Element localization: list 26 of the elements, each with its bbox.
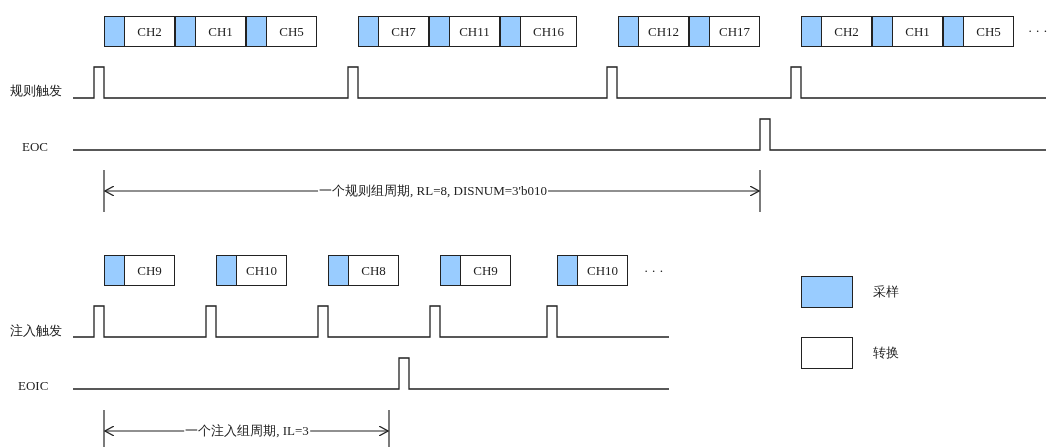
channel-block: CH17 <box>709 16 760 47</box>
ellipsis: · · · <box>644 263 664 279</box>
channel-block: CH8 <box>348 255 399 286</box>
channel-block: CH9 <box>460 255 511 286</box>
signal-name: 注入触发 <box>10 323 62 339</box>
channel-block: CH5 <box>266 16 317 47</box>
signal-name: EOIC <box>18 378 49 394</box>
channel-block: CH1 <box>892 16 943 47</box>
channel-block: CH5 <box>963 16 1014 47</box>
channel-block: CH12 <box>638 16 689 47</box>
channel-block: CH2 <box>124 16 175 47</box>
channel-block: CH11 <box>449 16 500 47</box>
channel-block: CH16 <box>520 16 577 47</box>
channel-block: CH10 <box>236 255 287 286</box>
channel-block: CH9 <box>124 255 175 286</box>
channel-block: CH7 <box>378 16 429 47</box>
channel-block: CH1 <box>195 16 246 47</box>
legend-text: 采样 <box>873 284 899 300</box>
legend-text: 转换 <box>873 345 899 361</box>
dimension-text: 一个注入组周期, IL=3 <box>184 423 310 439</box>
ellipsis: · · · <box>1028 23 1048 39</box>
signal-name: 规则触发 <box>10 83 62 99</box>
channel-block: CH2 <box>821 16 872 47</box>
dimension-text: 一个规则组周期, RL=8, DISNUM=3'b010 <box>318 183 548 199</box>
signal-name: EOC <box>22 139 48 155</box>
channel-block: CH10 <box>577 255 628 286</box>
